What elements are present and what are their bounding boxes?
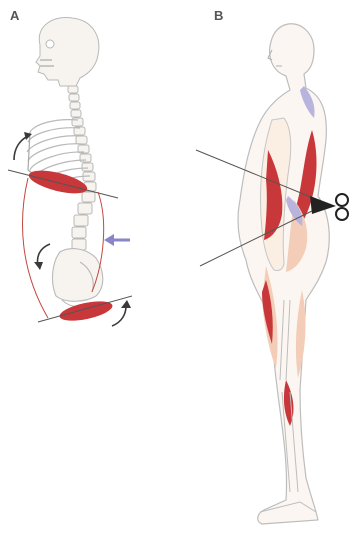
body-outline — [238, 24, 329, 524]
